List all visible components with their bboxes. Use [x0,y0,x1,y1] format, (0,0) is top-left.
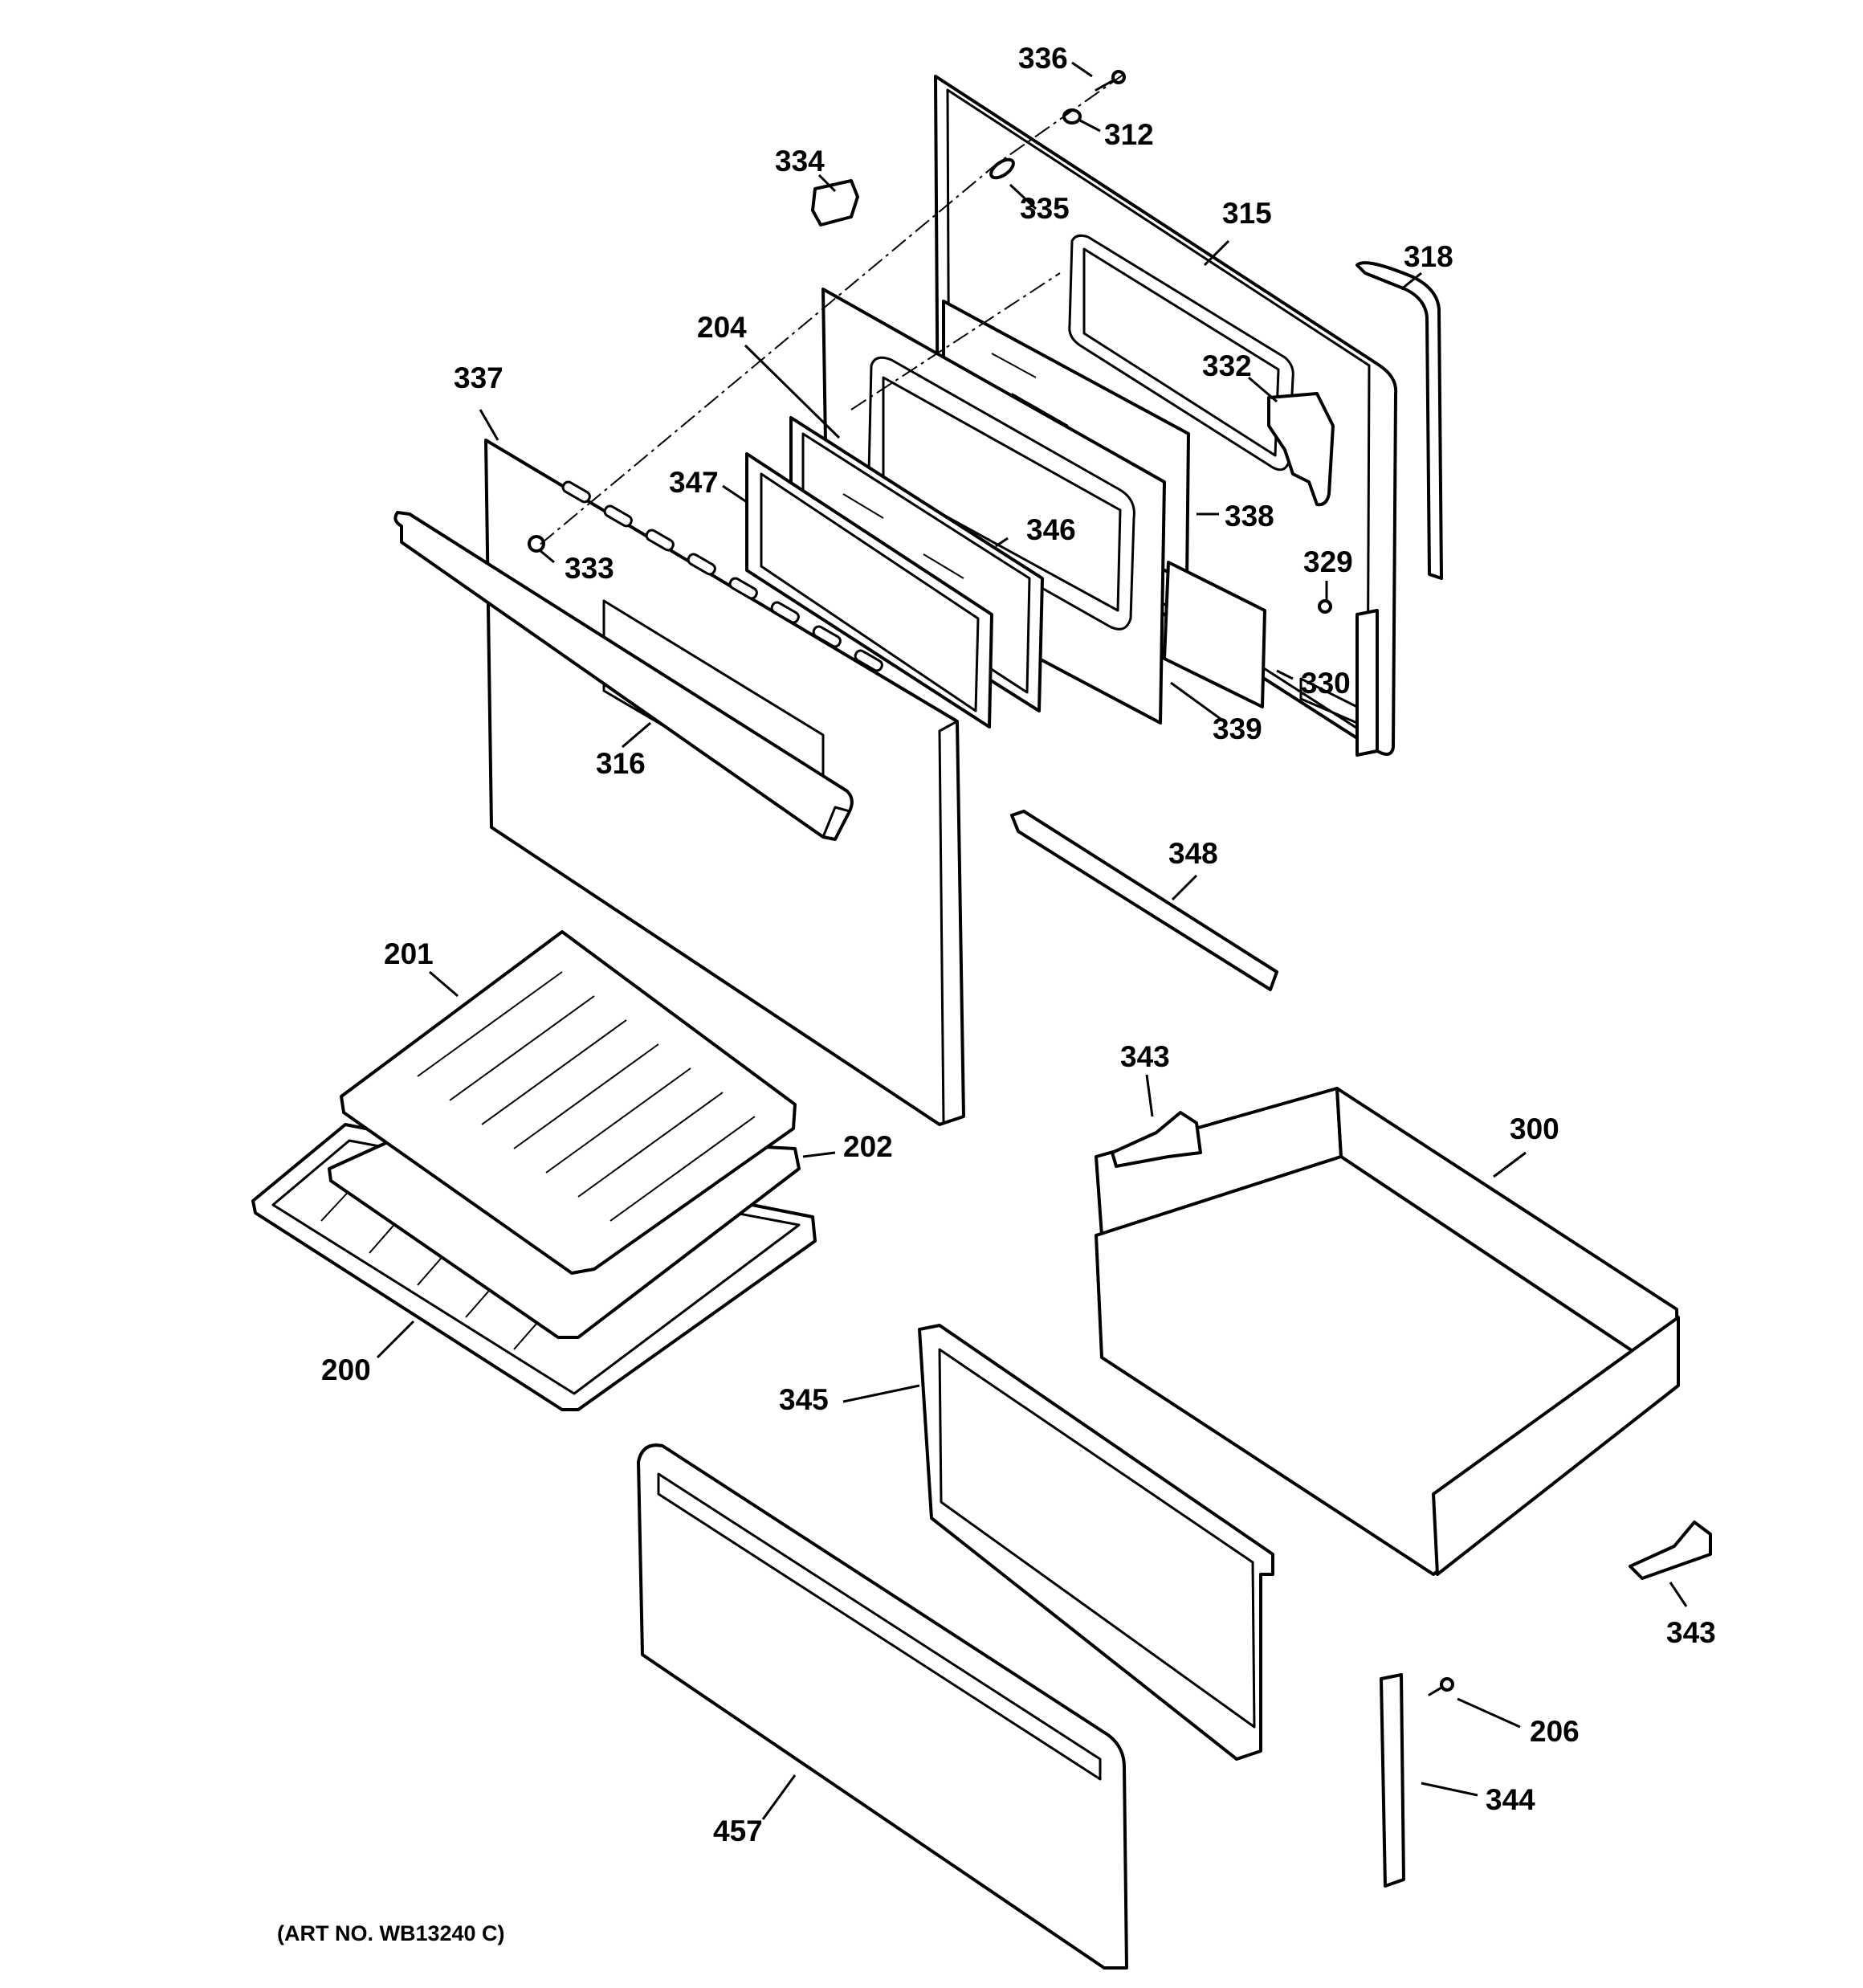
assembly-lines [537,73,1125,547]
part-348-bracket [1010,810,1278,991]
part-344-drawer-rail [1380,1673,1405,1888]
part-339-door-panel [1163,561,1266,708]
callout-346: 346 [1026,513,1076,546]
leader-lines [376,61,1688,1820]
callout-339: 339 [1213,712,1262,745]
part-333-screw [528,535,545,553]
part-343-glide-right [1629,1521,1712,1580]
part-329-screw [1318,599,1332,614]
callout-344: 344 [1486,1783,1535,1816]
callout-457: 457 [713,1815,763,1847]
callout-206: 206 [1530,1715,1580,1748]
part-316-door-handle [393,511,854,841]
part-343-glide-left [1111,1111,1202,1168]
part-457-drawer-front [637,1443,1128,1970]
door-vent-slots [561,480,883,672]
callout-318: 318 [1404,240,1453,273]
callout-345: 345 [779,1383,829,1416]
callout-300: 300 [1510,1112,1559,1145]
art-number-label: (ART NO. WB13240 C) [277,1921,505,1945]
callout-329: 329 [1303,545,1353,578]
callout-332: 332 [1202,349,1252,382]
part-206-screw [1428,1677,1454,1696]
callout-347: 347 [669,466,719,499]
part-300-drawer-body [1095,1087,1680,1576]
part-347-gasket [745,452,993,729]
callout-201: 201 [384,937,434,970]
part-330-hinge [1299,609,1379,757]
callout-200: 200 [321,1353,371,1386]
callout-334: 334 [775,145,825,178]
callout-336: 336 [1018,42,1068,75]
callout-333: 333 [565,552,614,585]
callout-202: 202 [843,1130,893,1163]
callout-337: 337 [454,361,503,394]
part-334-clip [811,179,859,227]
part-336-screw [1095,70,1126,92]
callout-348: 348 [1168,837,1218,870]
callout-330: 330 [1301,667,1351,700]
part-201-broiler-grid [340,930,797,1275]
callout-335: 335 [1020,192,1070,225]
part-332-insulation [1267,392,1335,507]
callout-343-upper: 343 [1120,1040,1170,1073]
part-337-outer-door [484,439,965,1126]
callout-204: 204 [697,311,747,344]
callout-315: 315 [1222,197,1272,230]
callout-316: 316 [596,747,646,780]
callout-labels: 336 312 334 335 315 318 204 337 332 347 … [321,42,1716,1847]
part-318-door-trim [1355,261,1443,580]
part-345-drawer-panel [918,1324,1274,1761]
part-312-washer [1062,108,1082,125]
callout-338: 338 [1225,500,1274,533]
callout-312: 312 [1104,118,1154,151]
callout-343-lower: 343 [1666,1616,1716,1649]
